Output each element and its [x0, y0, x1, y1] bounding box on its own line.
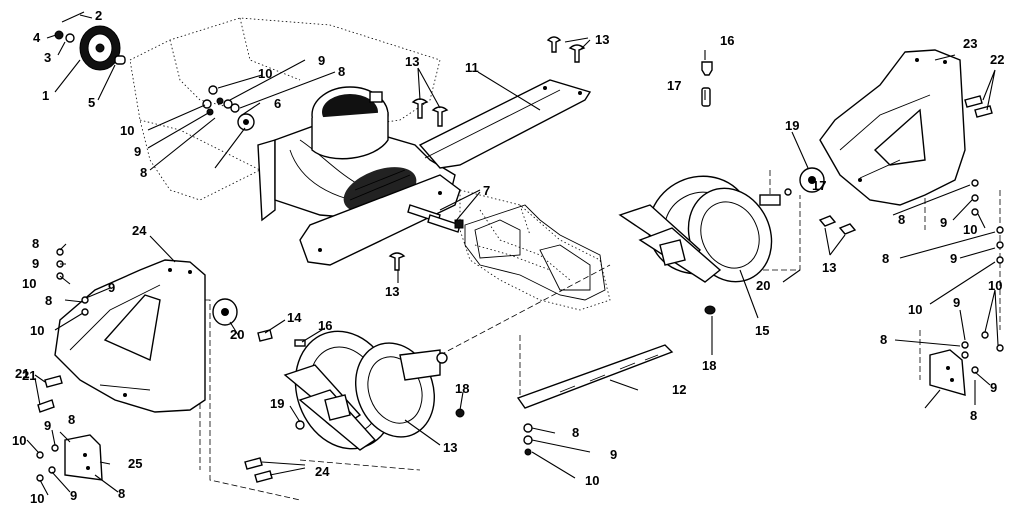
- callout-label: 4: [33, 30, 41, 45]
- callout-label: 3: [44, 50, 51, 65]
- right-auger: [618, 175, 781, 315]
- callout-label: 9: [70, 488, 77, 503]
- left-side-plate: [54, 259, 206, 413]
- right-skid-shoe: [929, 349, 966, 396]
- left-bearing: [212, 298, 238, 326]
- housing-hardware: [202, 85, 255, 131]
- callout-label: 10: [30, 491, 44, 506]
- callout-label: 22: [990, 52, 1004, 67]
- pulley-assembly: [54, 11, 126, 71]
- callout-label: 17: [667, 78, 681, 93]
- callout-label: 18: [455, 381, 469, 396]
- callout-label: 24: [132, 223, 147, 238]
- callout-label: 10: [258, 66, 272, 81]
- callout-label: 13: [595, 32, 609, 47]
- gearbox: [464, 204, 606, 301]
- callout-label: 17: [812, 178, 826, 193]
- callout-label: 5: [88, 95, 95, 110]
- callout-label: 8: [140, 165, 147, 180]
- auger-housing: [257, 86, 461, 266]
- left-auger: [283, 330, 465, 451]
- chute-tube: [418, 79, 592, 169]
- callout-label: 12: [672, 382, 686, 397]
- callout-label: 8: [882, 251, 889, 266]
- callout-label: 24: [315, 464, 330, 479]
- callout-label: 13: [443, 440, 457, 455]
- callout-label: 9: [990, 380, 997, 395]
- callout-label: 21: [15, 366, 29, 381]
- bottom-bolts-13: [244, 457, 273, 483]
- right-side-plate: [819, 49, 966, 206]
- callout-labels: 2 4 3 1 5 10 9 8 6 10 9 8 7 11 13 13 13 …: [12, 8, 1004, 506]
- callout-label: 10: [585, 473, 599, 488]
- callout-label: 7: [483, 183, 490, 198]
- callout-label: 9: [108, 280, 115, 295]
- callout-label: 10: [963, 222, 977, 237]
- callout-label: 8: [338, 64, 345, 79]
- left-shear-parts: [257, 329, 306, 347]
- callout-label: 10: [988, 278, 1002, 293]
- callout-label: 9: [134, 144, 141, 159]
- callout-label: 15: [755, 323, 769, 338]
- callout-label: 10: [22, 276, 36, 291]
- callout-label: 8: [898, 212, 905, 227]
- callout-label: 16: [720, 33, 734, 48]
- callout-label: 9: [318, 53, 325, 68]
- callout-label: 23: [963, 36, 977, 51]
- callout-label: 9: [950, 251, 957, 266]
- callout-label: 16: [318, 318, 332, 333]
- callout-label: 25: [128, 456, 142, 471]
- callout-label: 9: [610, 447, 617, 462]
- callout-label: 6: [274, 96, 281, 111]
- left-skid-shoe: [64, 434, 103, 481]
- callout-label: 10: [12, 433, 26, 448]
- shear-bolt-parts: [701, 61, 713, 107]
- callout-label: 18: [702, 358, 716, 373]
- callout-label: 10: [120, 123, 134, 138]
- callout-label: 14: [287, 310, 302, 325]
- callout-label: 9: [32, 256, 39, 271]
- callout-label: 11: [465, 60, 479, 75]
- right-washers: [961, 179, 1004, 374]
- callout-label: 8: [32, 236, 39, 251]
- callout-label: 8: [118, 486, 125, 501]
- callout-label: 2: [95, 8, 102, 23]
- right-bearing: [784, 167, 825, 196]
- scraper-bar: [516, 344, 674, 456]
- callout-label: 19: [785, 118, 799, 133]
- callout-label: 9: [940, 215, 947, 230]
- callout-label: 10: [908, 302, 922, 317]
- callout-label: 21: [22, 368, 36, 383]
- callout-label: 8: [68, 412, 75, 427]
- callout-label: 20: [756, 278, 770, 293]
- leader-lines: [26, 14, 999, 496]
- callout-label: 19: [270, 396, 284, 411]
- callout-label: 8: [45, 293, 52, 308]
- callout-labels-extra: 24 17: [315, 178, 826, 479]
- callout-label: 1: [42, 88, 49, 103]
- callout-label: 8: [572, 425, 579, 440]
- callout-label: 9: [44, 418, 51, 433]
- bolts-7: [407, 204, 464, 233]
- callout-label: 13: [822, 260, 836, 275]
- callout-label: 8: [880, 332, 887, 347]
- callout-label: 13: [385, 284, 399, 299]
- callout-label: 13: [405, 54, 419, 69]
- callout-label: 10: [30, 323, 44, 338]
- callout-label: 9: [953, 295, 960, 310]
- callout-label: 8: [970, 408, 977, 423]
- callout-label: 20: [230, 327, 244, 342]
